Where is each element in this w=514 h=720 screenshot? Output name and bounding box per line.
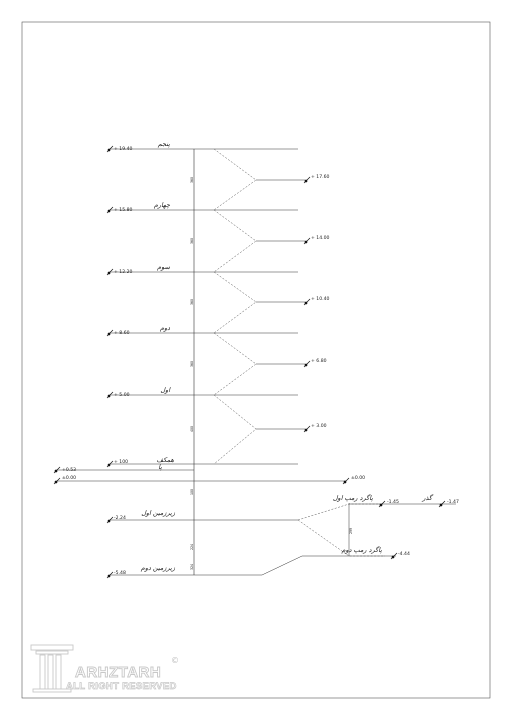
entrance-name: پا (158, 463, 162, 471)
dimension-4: 360 (190, 361, 194, 367)
dimension-texts: 360 360 360 360 400 100 224 324 299 (190, 177, 353, 570)
ramp-landing-name-2: پاگرد رمپ دوم (341, 546, 382, 554)
passage-name: گذر (421, 494, 434, 502)
landing-level-2: + 14.00 (311, 235, 330, 241)
dimension-3: 360 (190, 299, 194, 305)
dimension-5: 400 (190, 426, 194, 432)
landing-level-4: + 6.80 (311, 358, 327, 364)
floor-name-4: چهارم (154, 201, 171, 209)
copyright-mark: © (171, 656, 179, 665)
entrance-level-zero: ±0.00 (62, 475, 76, 481)
floor-lines (57, 148, 456, 576)
floor-level-4: + 15.80 (114, 207, 133, 213)
ramp-slope-lower (261, 555, 303, 576)
floor-name-1: اول (160, 386, 171, 394)
floor-name-5: پنجم (158, 140, 170, 148)
floor-level-5: + 19.40 (114, 146, 133, 152)
zero-level-right: ±0.00 (351, 475, 365, 481)
landing-level-3: + 10.40 (311, 296, 330, 302)
floor-names: پنجم چهارم سوم دوم اول همکف (154, 140, 175, 464)
basement-name-1: زیرزمین اول (141, 509, 176, 517)
floor-level-1: + 5.00 (114, 392, 130, 398)
floor-name-3: سوم (157, 263, 170, 271)
basement-name-2: زیرزمین دوم (141, 564, 176, 572)
landing-levels: + 17.60 + 14.00 + 10.40 + 6.80 + 3.00 (311, 174, 330, 429)
basement-level-1: -2.24 (114, 515, 126, 521)
dimension-6: 100 (190, 489, 194, 495)
elevation-markers (53, 145, 446, 579)
floor-name-2: دوم (160, 324, 170, 332)
ramp-landing-level-2: -4.44 (398, 551, 410, 557)
floor-level-2: + 8.60 (114, 330, 130, 336)
basement-level-2: -5.48 (114, 570, 126, 576)
landing-lines (256, 179, 305, 430)
watermark-logo: ARHZTARH ALL RIGHT RESERVED © (30, 644, 179, 693)
logo-tagline: ALL RIGHT RESERVED (66, 681, 177, 692)
column-logo-icon (30, 644, 74, 693)
passage-level: -1.47 (447, 499, 459, 505)
floor-level-ground: + 100 (114, 459, 128, 465)
ramp-landing-name-1: پاگرد رمپ اول (333, 494, 373, 502)
floor-level-3: + 12.20 (114, 269, 133, 275)
dimension-9: 299 (349, 528, 353, 534)
landing-level-5: + 3.00 (311, 423, 327, 429)
dimension-2: 360 (190, 238, 194, 244)
floor-levels: + 19.40 + 15.80 + 12.20 + 8.60 + 5.00 + … (114, 146, 133, 465)
ramp-landing-level-1: -1.45 (387, 499, 399, 505)
sheet-border (21, 21, 491, 699)
floor-name-ground: همکف (156, 456, 174, 464)
entrance-level-top: +0.53 (62, 467, 76, 473)
dimension-1: 360 (190, 177, 194, 183)
logo-brand: ARHZTARH (75, 664, 161, 681)
dimension-7: 224 (190, 544, 194, 550)
landing-level-1: + 17.60 (311, 174, 330, 180)
dimension-8: 324 (190, 564, 194, 570)
